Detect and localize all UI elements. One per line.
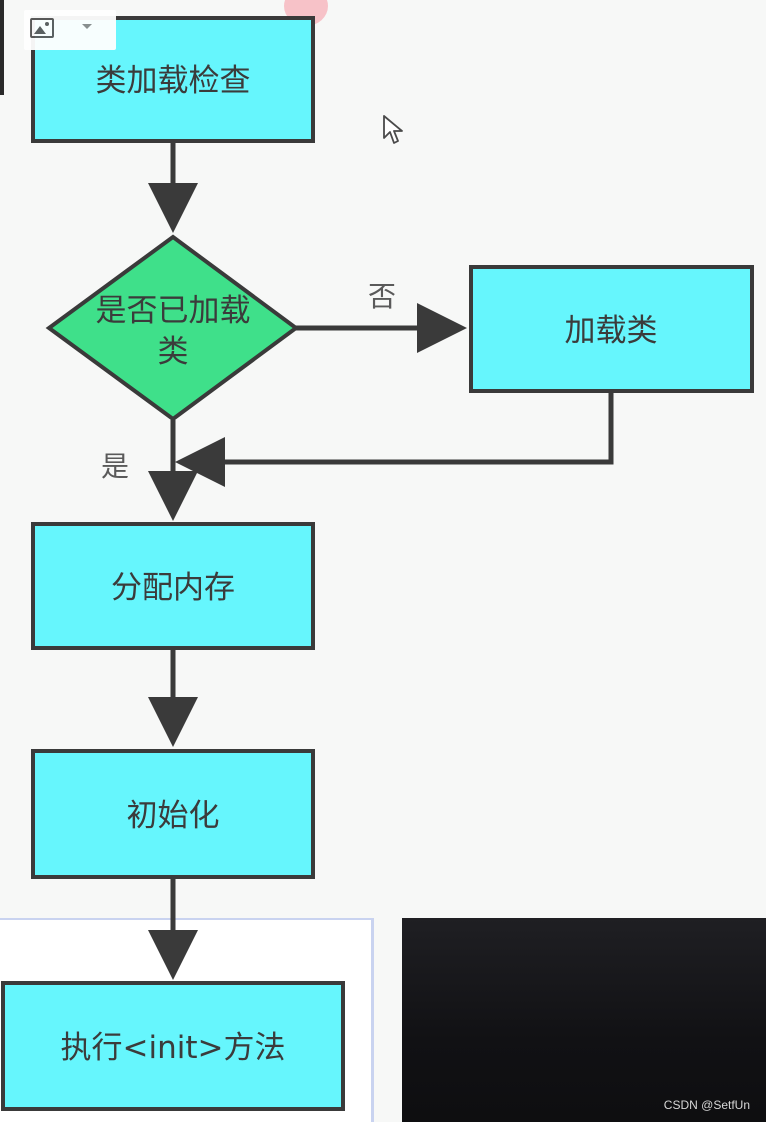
image-toolbar[interactable] bbox=[24, 10, 116, 50]
edge-label-yes: 是 bbox=[101, 450, 129, 483]
node-execute-init bbox=[1, 981, 345, 1111]
node-load-class bbox=[469, 265, 754, 393]
edge-label-no: 否 bbox=[368, 280, 396, 313]
left-edge-strip bbox=[0, 0, 4, 95]
edge-load-return bbox=[175, 392, 614, 487]
node-is-loaded-label-line1: 是否已加载 bbox=[96, 293, 251, 329]
watermark: CSDN @SetfUn bbox=[663, 1098, 750, 1112]
node-class-load-check-label: 类加载检查 bbox=[96, 63, 251, 99]
node-load-class-label: 加载类 bbox=[565, 313, 658, 349]
node-initialize-label: 初始化 bbox=[127, 798, 220, 834]
node-allocate-memory bbox=[31, 522, 315, 650]
mouse-cursor-icon bbox=[383, 115, 403, 144]
node-is-loaded-decision bbox=[45, 234, 300, 422]
node-allocate-memory-label: 分配内存 bbox=[111, 570, 235, 606]
node-is-loaded-label-line2: 类 bbox=[158, 334, 189, 370]
node-execute-init-label: 执行<init>方法 bbox=[61, 1030, 286, 1066]
node-initialize bbox=[31, 749, 315, 879]
dark-panel bbox=[402, 918, 766, 1122]
chevron-down-icon[interactable] bbox=[82, 24, 92, 29]
image-icon[interactable] bbox=[30, 18, 54, 38]
